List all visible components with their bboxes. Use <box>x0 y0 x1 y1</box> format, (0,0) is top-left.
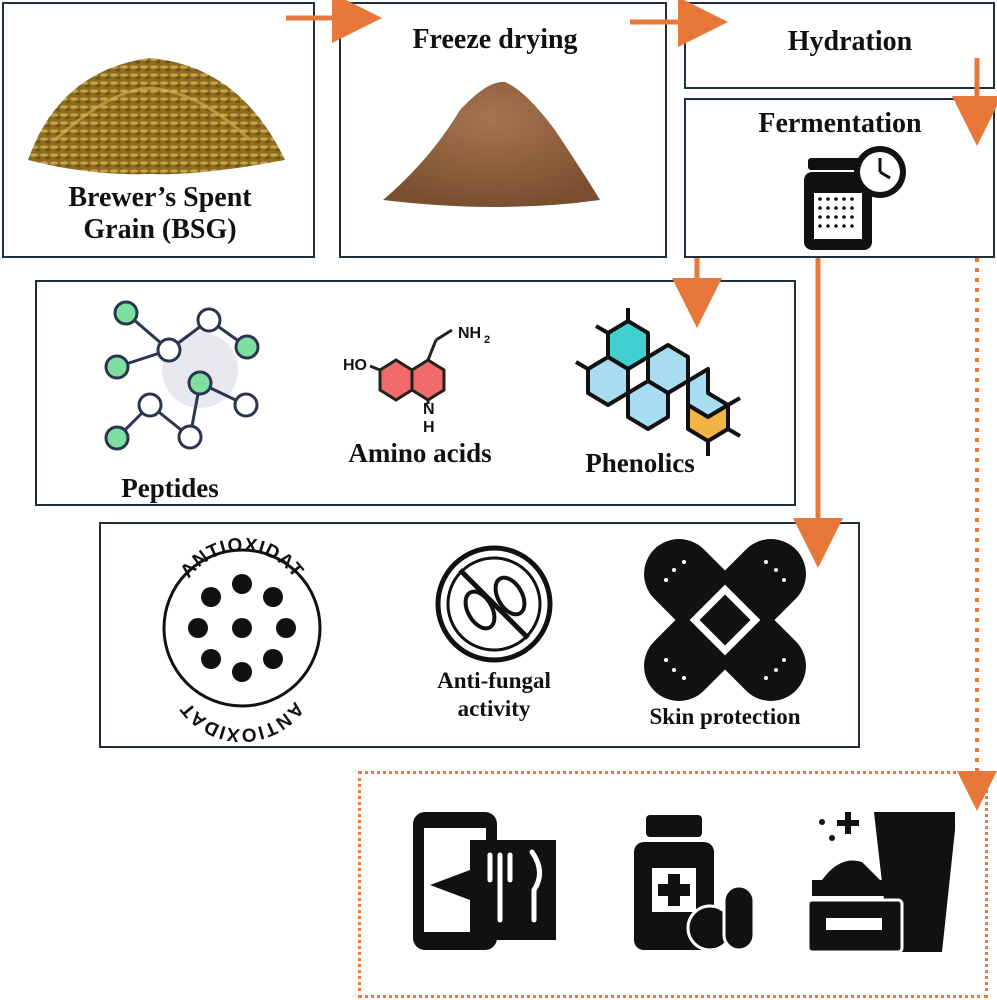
food-app-icon <box>413 812 556 950</box>
applications-box <box>358 771 988 998</box>
amino-acids-label: Amino acids <box>348 438 492 468</box>
bandage-icon <box>644 539 806 701</box>
amine-group-text: NH <box>458 325 481 342</box>
peptides-network-icon <box>104 300 260 451</box>
ring-hydrogen-text: H <box>423 419 435 436</box>
phenolics-label: Phenolics <box>585 448 695 478</box>
antioxidant-badge-icon: ANTIOXIDAT ANTIOXIDAT <box>162 535 322 745</box>
hydroxyl-text: HO <box>343 357 367 374</box>
cosmetics-icon <box>806 812 955 954</box>
medicine-bottle-icon <box>634 815 756 952</box>
antifungal-label-line1: Anti-fungal <box>437 668 551 693</box>
clock-icon <box>854 146 906 198</box>
grain-pile-image <box>28 58 285 175</box>
flow-arrows <box>286 0 997 811</box>
anti-fungal-icon <box>435 545 553 663</box>
peptides-label: Peptides <box>121 473 219 503</box>
ring-nitrogen-text: N <box>423 401 435 418</box>
freeze-drying-label: Freeze drying <box>412 24 578 55</box>
bsg-label: Brewer’s Spent Grain (BSG) <box>68 182 252 246</box>
skin-protection-label: Skin protection <box>649 704 801 729</box>
amino-acid-molecule-icon: NH 2 HO N H <box>343 325 490 436</box>
antifungal-label-line2: activity <box>457 696 531 721</box>
fermentation-label: Fermentation <box>758 108 922 139</box>
hydration-label: Hydration <box>787 26 913 57</box>
phenolics-molecule-icon <box>574 308 742 456</box>
fermentation-jar-icon <box>804 158 872 250</box>
amine-subscript-text: 2 <box>484 334 490 346</box>
powder-pile-image <box>383 81 600 207</box>
hydration-box <box>684 2 995 89</box>
